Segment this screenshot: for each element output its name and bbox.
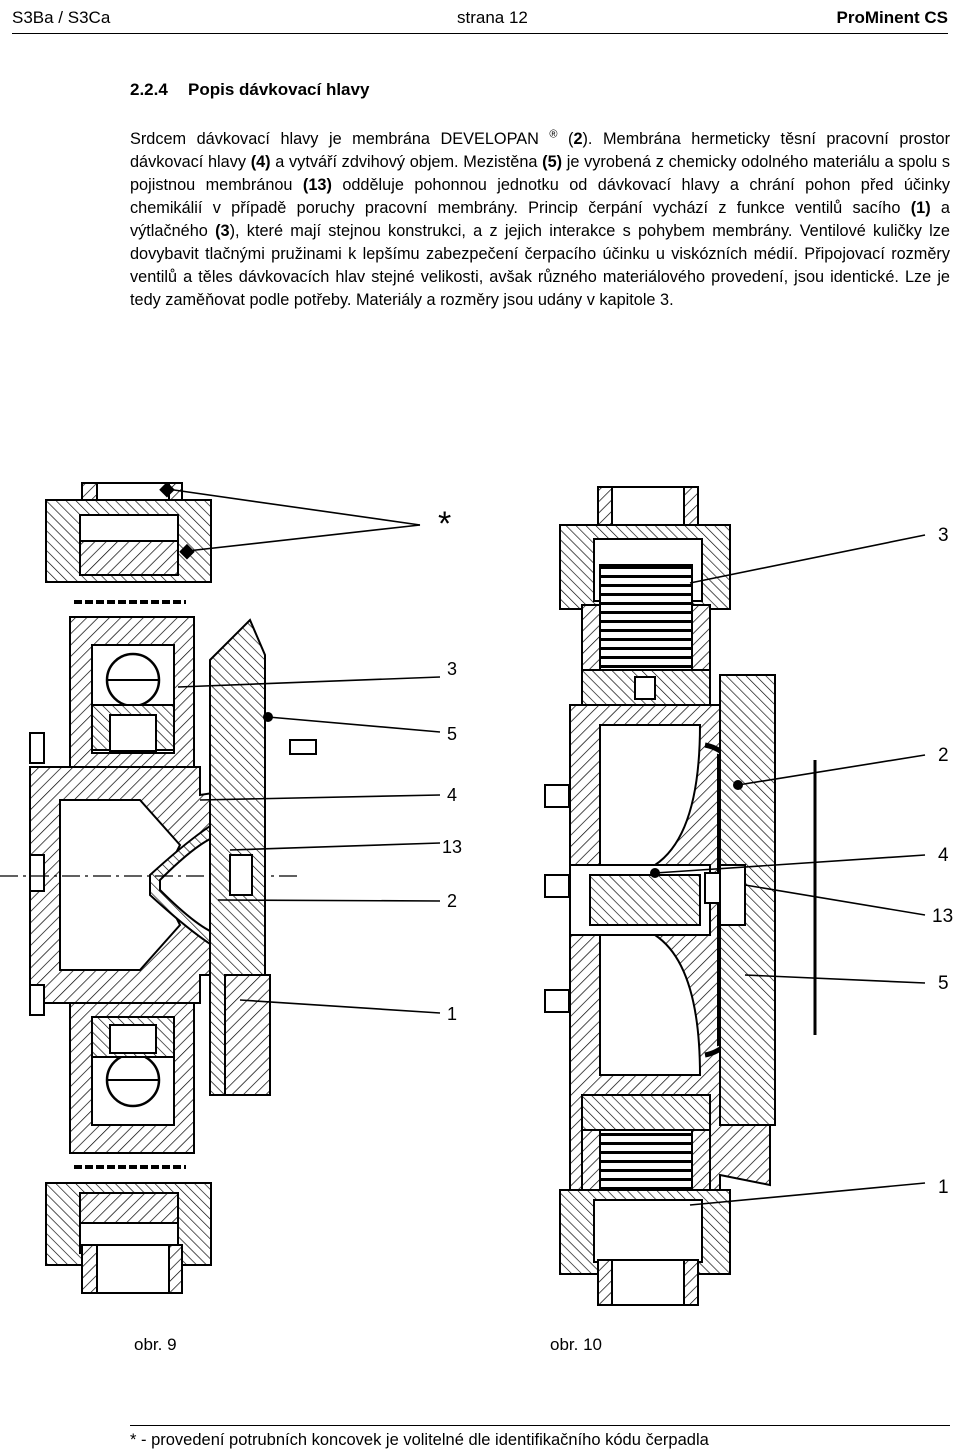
section-heading: 2.2.4 Popis dávkovací hlavy [130,80,369,100]
section-title: Popis dávkovací hlavy [188,80,370,99]
figure-9-label: 1 [447,1004,457,1024]
figure-10-label: 4 [938,845,949,866]
figure-10-drawing [544,486,926,1306]
footnote: * - provedení potrubních koncovek je vol… [130,1431,709,1449]
text-run: je vyrobená z chemicky odolného materiál… [130,153,951,194]
text-run: odděluje pohonnou jednotku od dávkovací … [130,176,950,217]
figure-10-caption: obr. 10 [550,1335,602,1354]
page-header: S3Ba / S3Ca strana 12 ProMinent CS [12,8,948,32]
figure-9-label: * [438,505,451,543]
header-divider [12,33,948,34]
figure-10-label: 1 [938,1177,949,1198]
figure-9-label: 3 [447,659,457,679]
section-number: 2.2.4 [130,80,168,99]
ref-3: (3 [215,222,230,240]
text-run: Srdcem dávkovací hlavy je membrána DEVEL… [130,130,539,148]
body-paragraph: Srdcem dávkovací hlavy je membrána DEVEL… [130,128,950,312]
figure-9-label: 5 [447,724,457,744]
technical-drawings: * 3 5 4 13 2 1 [0,481,953,1306]
text-run: ). Membrána hermeticky těsní pracovní pr… [130,130,951,171]
text-run: a výtlačného [130,199,950,240]
figure-10-label: 3 [938,525,949,546]
ref-1: (1) [910,199,931,217]
figure-9-label: 2 [447,891,457,911]
figure-10-label: 2 [938,745,949,766]
ref-5: (5) [542,153,563,171]
figure-9-label: 13 [442,837,462,857]
header-document-code: S3Ba / S3Ca [12,8,111,27]
figure-9-drawing [0,481,441,1294]
text-run: ), které mají stejnou konstrukci, a z je… [130,222,950,309]
text-run: a vytváří zdvihový objem. Mezistěna [270,153,543,171]
footnote-divider [130,1425,950,1426]
ref-2: 2 [573,130,583,148]
figure-10-label: 13 [932,906,953,927]
ref-4: (4) [250,153,271,171]
figure-9-caption: obr. 9 [134,1335,177,1354]
ref-13: (13) [302,176,332,194]
registered-mark: ® [549,128,558,141]
figure-10-label: 5 [938,973,949,994]
header-company: ProMinent CS [836,8,948,27]
text-run: ( [557,130,574,148]
header-page-number: strana 12 [457,8,528,27]
figure-9-label: 4 [447,785,457,805]
